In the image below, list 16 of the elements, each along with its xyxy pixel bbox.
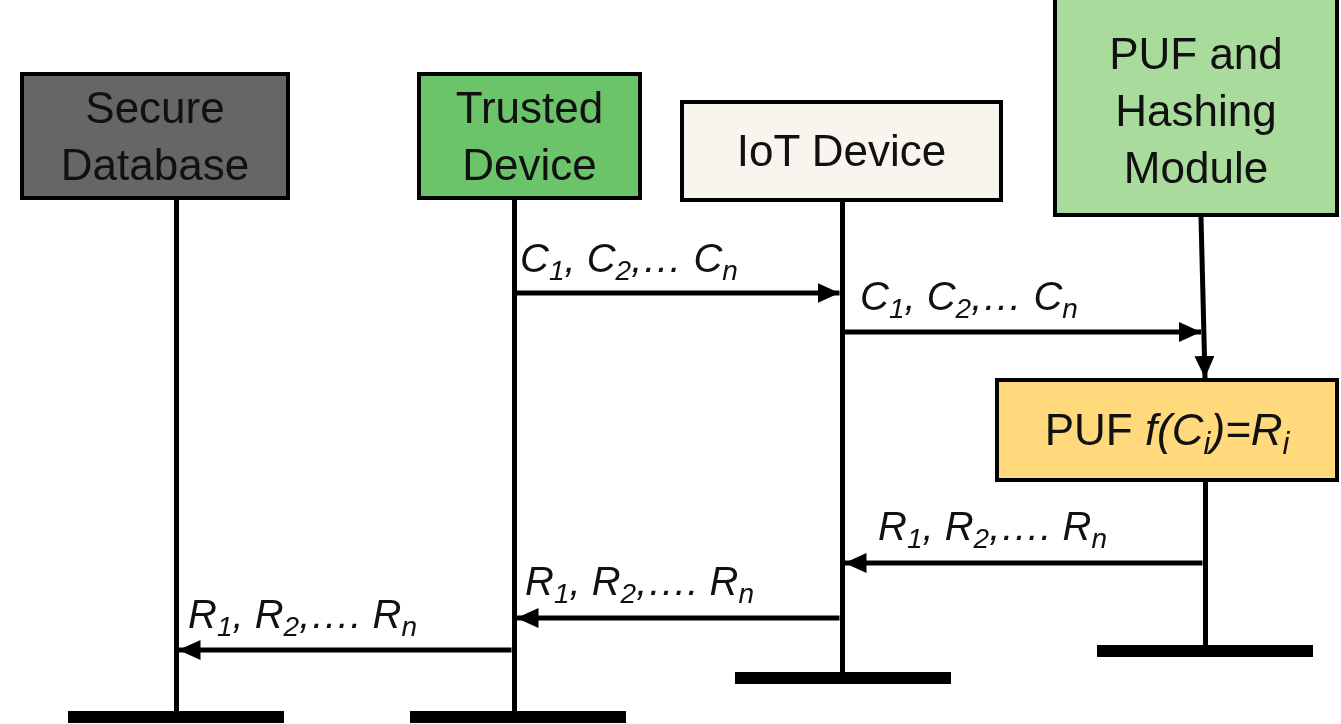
message-arrow (844, 553, 1203, 573)
participant-box (680, 100, 1003, 202)
message-arrow (178, 640, 512, 660)
participant-label: PUF and Hashing Module (1108, 27, 1284, 195)
participant-label: Trusted Device (454, 81, 605, 191)
participant-box (1053, 0, 1339, 217)
message-arrow (844, 322, 1201, 342)
participant-label: IoT Device (736, 125, 947, 178)
participant-label: PUF f(C$_{i}$)=R$_{i}$ (1044, 404, 1290, 459)
participant-box (20, 72, 290, 200)
participant-label: Secure Database (59, 81, 251, 191)
arrow (1194, 216, 1215, 379)
participant-box (417, 72, 642, 200)
message-arrow (516, 283, 840, 303)
participant-box (995, 378, 1339, 482)
message-arrow (516, 608, 840, 628)
